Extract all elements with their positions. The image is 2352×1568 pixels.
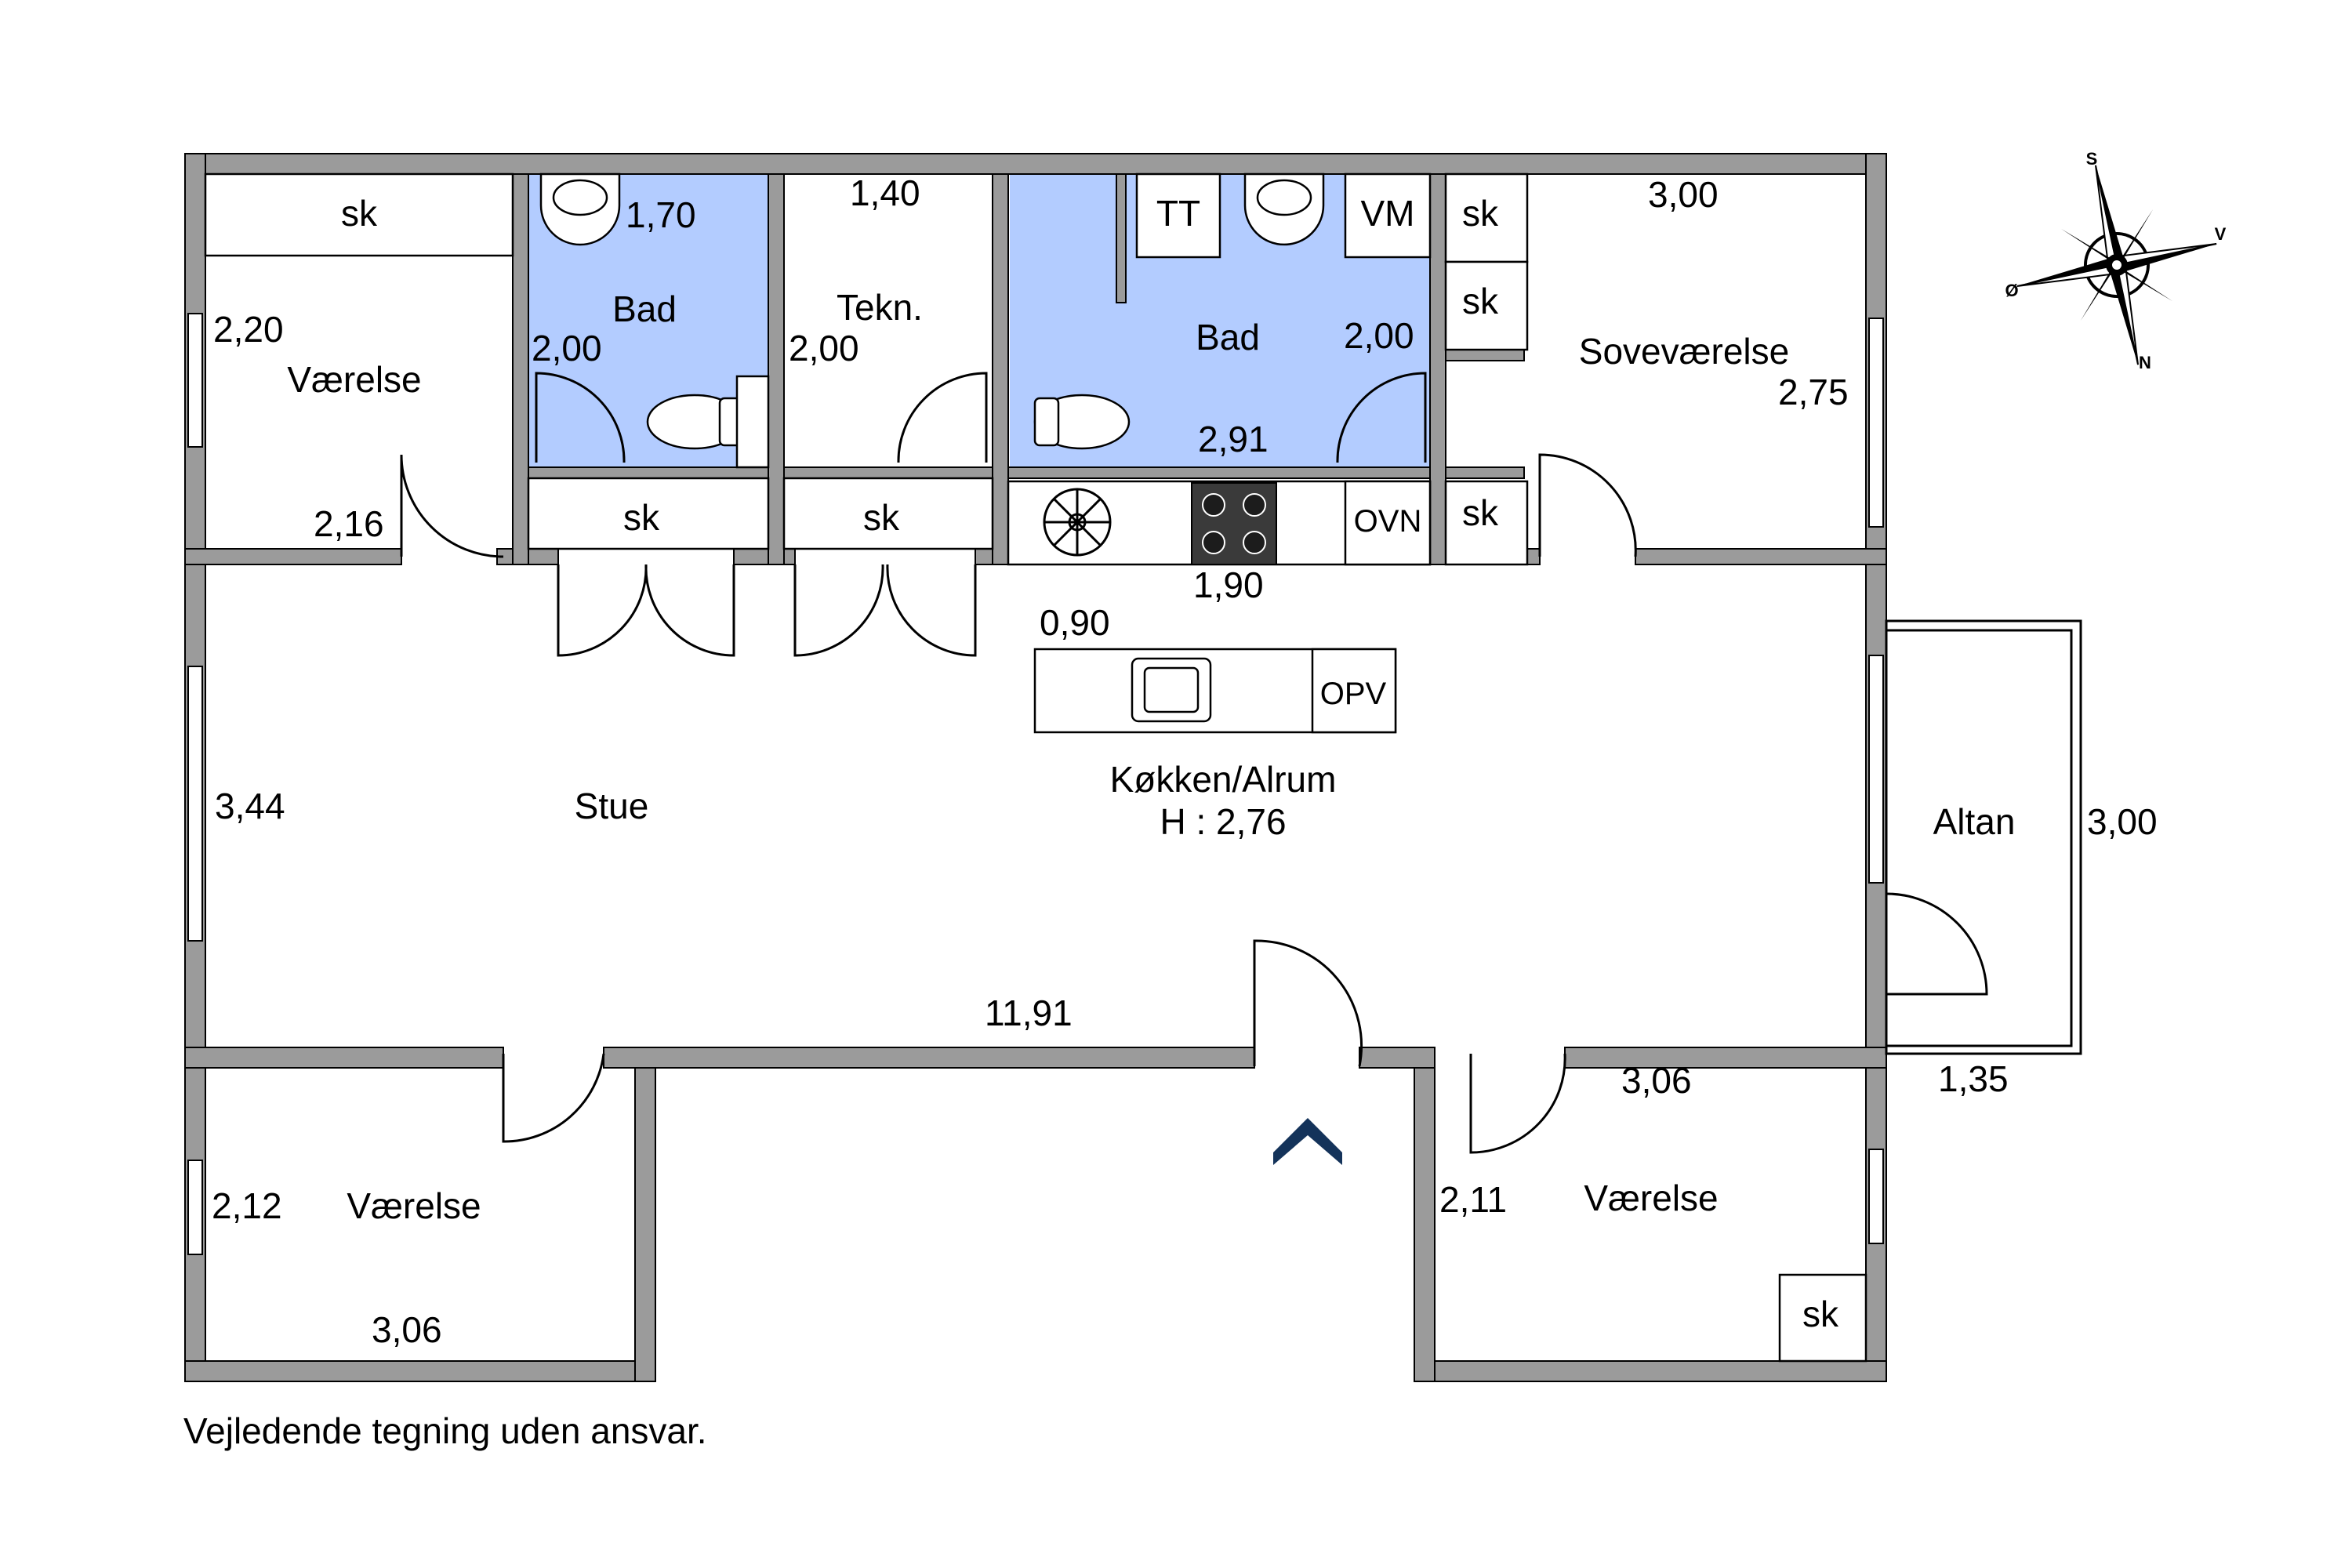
dim-3-44: 3,44: [215, 786, 285, 826]
dim-2-11: 2,11: [1439, 1179, 1507, 1220]
wardrobe-label-sove-2: sk: [1462, 281, 1499, 321]
compass-v-label: V: [2215, 224, 2227, 244]
compass-o-label: Ø: [2005, 281, 2018, 300]
room-label-vaerelse-se: Værelse: [1584, 1178, 1718, 1218]
washbasins: [539, 172, 1325, 246]
dim-11-91: 11,91: [985, 993, 1073, 1033]
dim-1-90: 1,90: [1193, 564, 1264, 605]
dim-2-00-bad-large: 2,00: [1344, 315, 1414, 356]
extractor-fan-icon: [1043, 488, 1112, 557]
dim-1-35: 1,35: [1938, 1058, 2009, 1099]
washing-machine-label: VM: [1361, 193, 1415, 234]
room-label-bad-small: Bad: [612, 289, 677, 329]
closet-label-2: sk: [863, 497, 900, 538]
wardrobe-label-kitchen: sk: [1462, 492, 1499, 533]
dim-2-91: 2,91: [1198, 419, 1269, 459]
balcony: [1885, 619, 2082, 1055]
wardrobe-label-se: sk: [1802, 1294, 1839, 1334]
dim-2-12: 2,12: [212, 1185, 282, 1226]
room-label-bad-large: Bad: [1196, 317, 1260, 358]
tumble-dryer-label: TT: [1156, 193, 1200, 234]
dim-2-00-bad-small: 2,00: [532, 328, 602, 368]
room-label-koekken: Køkken/Alrum: [1110, 759, 1337, 800]
dim-3-06-se: 3,06: [1621, 1060, 1692, 1101]
entrance-arrow-icon: [1273, 1118, 1342, 1165]
room-label-tekn: Tekn.: [837, 287, 923, 328]
stove: [1191, 482, 1277, 565]
ceiling-height-label: H : 2,76: [1160, 801, 1286, 842]
dim-2-75: 2,75: [1778, 372, 1849, 412]
dim-2-16: 2,16: [314, 503, 384, 544]
compass-s-label: S: [2086, 149, 2098, 169]
wardrobe-label-nw: sk: [341, 193, 378, 234]
closet-label-1: sk: [623, 497, 660, 538]
room-label-vaerelse-sw: Værelse: [347, 1185, 481, 1226]
dishwasher-label: OPV: [1320, 677, 1387, 711]
dim-0-90: 0,90: [1040, 602, 1110, 643]
disclaimer-text: Vejledende tegning uden ansvar.: [183, 1410, 707, 1451]
dim-1-70: 1,70: [626, 194, 696, 235]
dim-2-00-tekn: 2,00: [789, 328, 859, 368]
room-label-sovevaerelse: Soveværelse: [1579, 331, 1789, 372]
doors: [400, 372, 1988, 1154]
room-label-altan: Altan: [1933, 801, 2016, 842]
compass-n-label: N: [2139, 353, 2151, 372]
windows: [187, 313, 1884, 1255]
dim-3-00-sove: 3,00: [1648, 174, 1719, 215]
dim-2-20: 2,20: [213, 309, 284, 350]
oven-label: OVN: [1354, 504, 1422, 539]
fixtures: [204, 172, 1867, 1363]
wardrobe-label-sove-1: sk: [1462, 193, 1499, 234]
dim-1-40: 1,40: [850, 172, 920, 213]
room-label-stue: Stue: [575, 786, 649, 826]
dim-3-00-altan: 3,00: [2087, 801, 2158, 842]
dim-3-06-sw: 3,06: [372, 1309, 442, 1350]
room-label-vaerelse-nw: Værelse: [287, 359, 421, 400]
compass-rose-icon: [2016, 165, 2217, 365]
